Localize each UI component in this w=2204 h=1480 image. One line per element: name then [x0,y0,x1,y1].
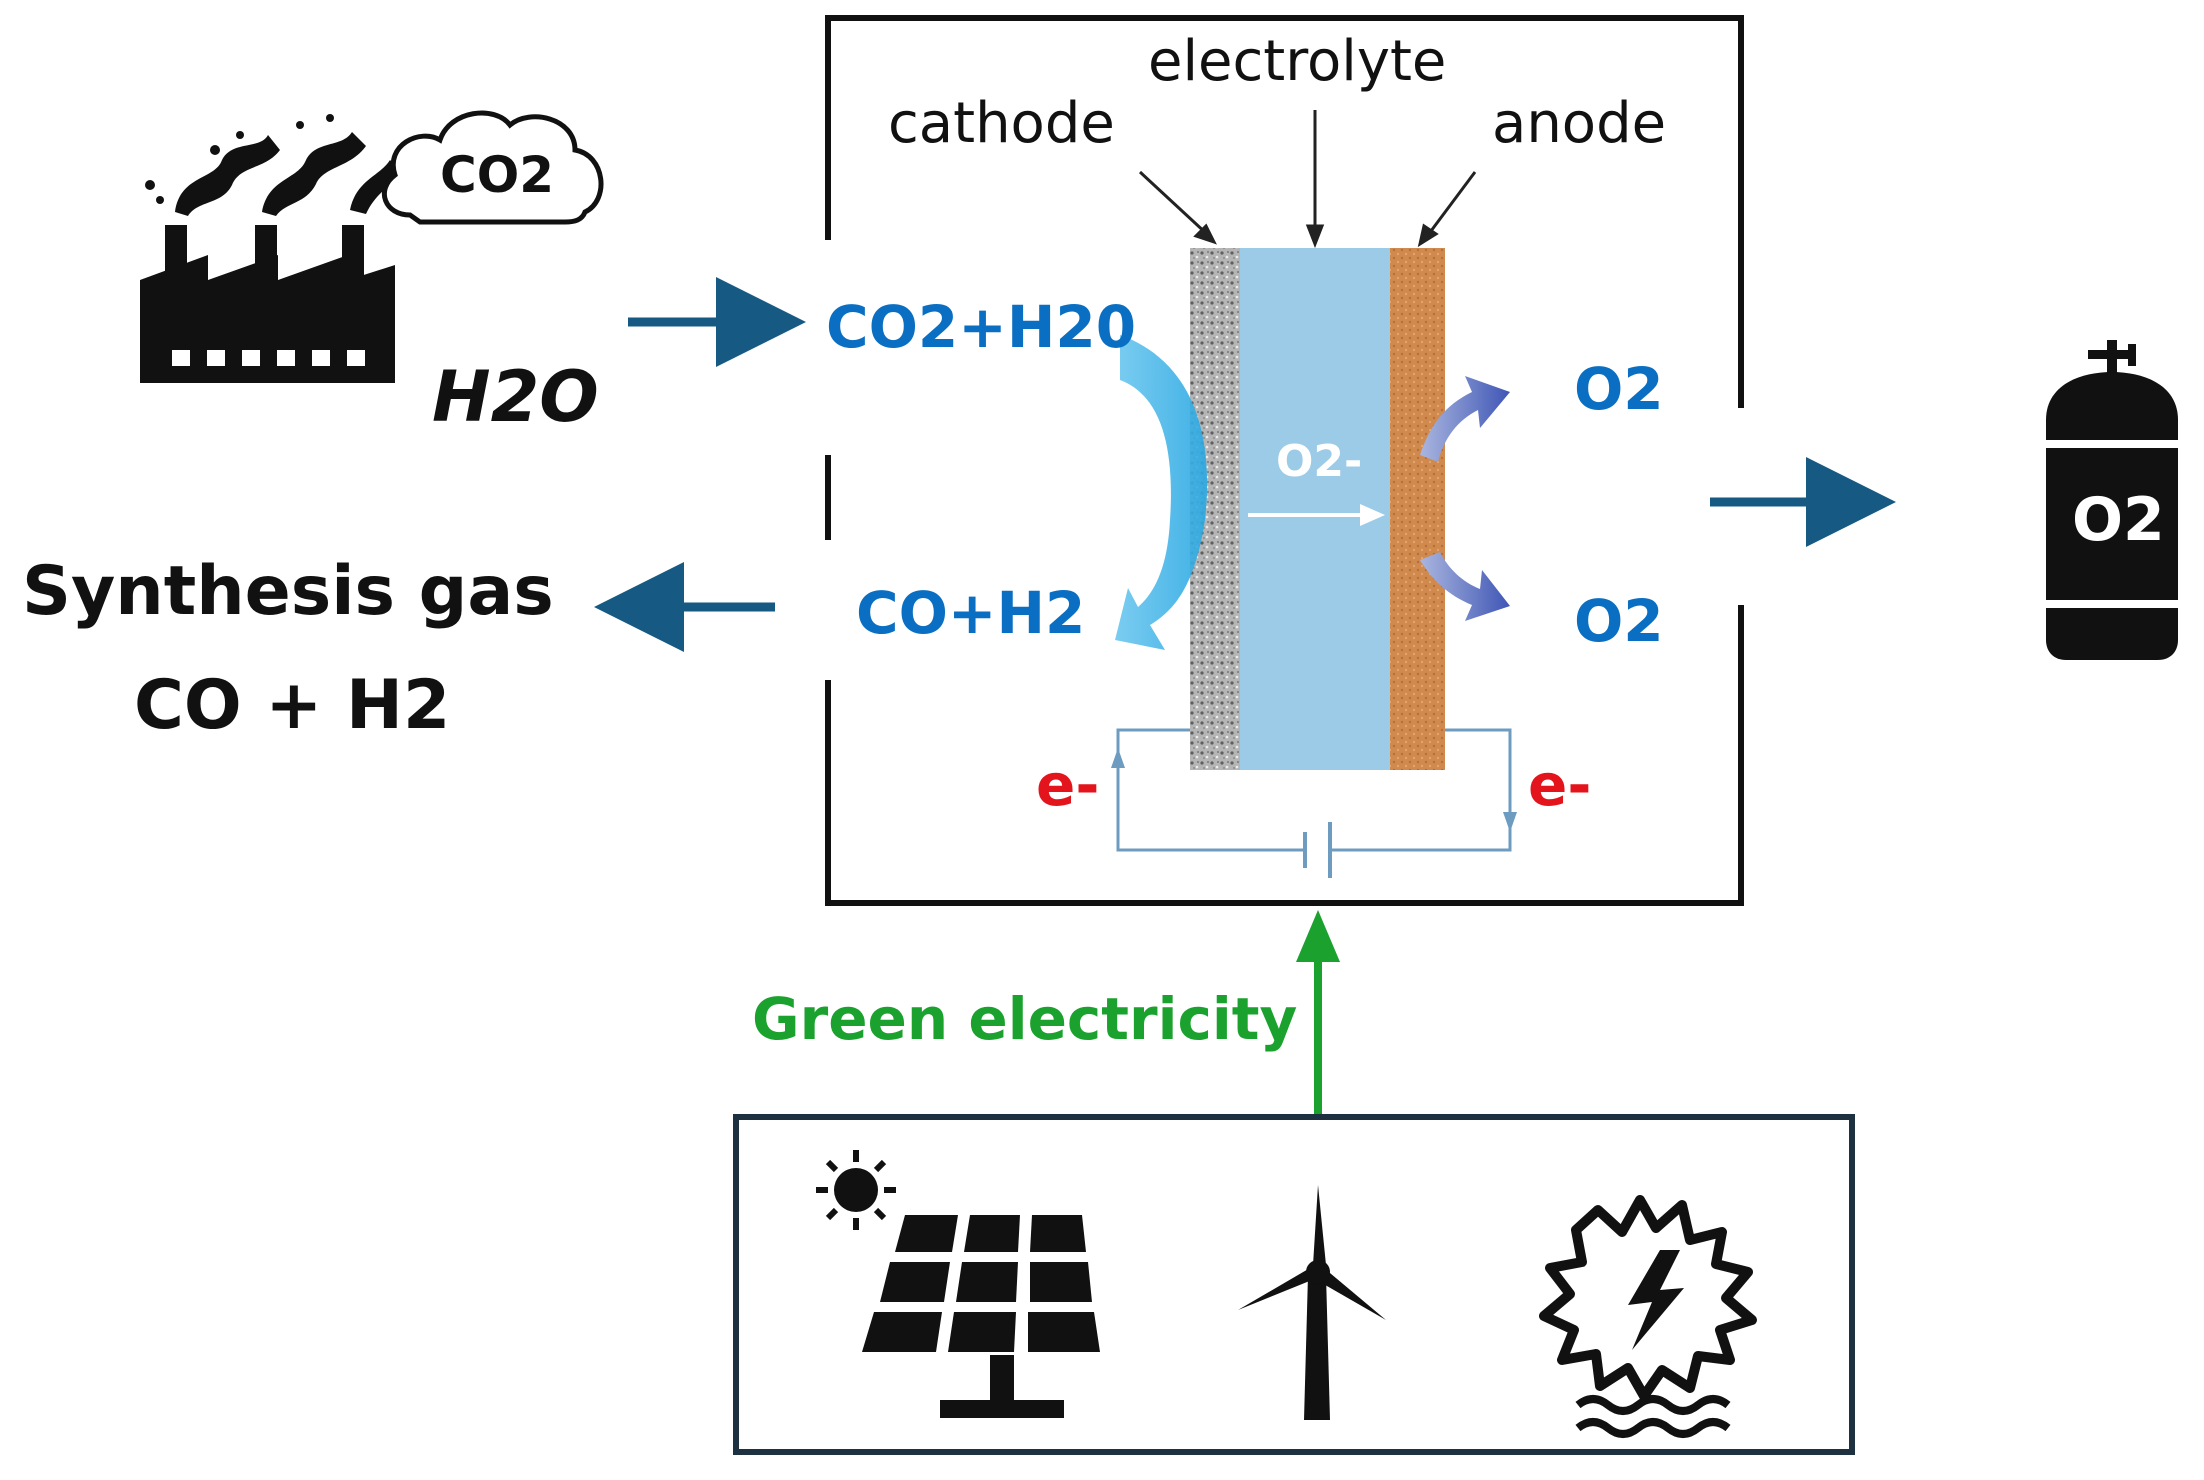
co2-cloud-label: CO2 [440,146,554,204]
inlet-gas-label: CO2+H20 [826,293,1137,361]
anode-label: anode [1492,91,1667,156]
electron-arrow-up [1111,748,1125,768]
co2-cloud-icon [381,110,604,225]
hydro-power-icon [1539,1195,1757,1438]
anode-gas-outflow-arrows [1420,376,1510,621]
renewable-sources-box [733,1114,1855,1455]
h2o-source-label: H2O [432,356,599,438]
cathode-label: cathode [888,91,1115,156]
electron-left-label: e- [1036,751,1100,819]
electron-circuit [1116,728,1512,878]
wind-turbine-icon [1238,1185,1386,1420]
factory-icon [140,114,402,383]
ion-label: O2- [1276,436,1363,487]
oxygen-tank-label: O2 [2072,485,2165,555]
electron-arrow-down [1503,812,1517,832]
electron-right-label: e- [1528,751,1592,819]
electrolyte-label: electrolyte [1148,29,1447,94]
syngas-label-line2: CO + H2 [134,666,451,745]
cathode-gas-flow-arrow [1115,335,1208,650]
layer-leader-lines [1138,110,1477,249]
oxygen-tank-icon [2040,340,2184,660]
cathode-outlet-label: CO+H2 [856,579,1086,647]
syngas-label-line1: Synthesis gas [22,552,554,631]
anode-layer [1390,248,1445,770]
anode-o2-top-label: O2 [1574,355,1664,423]
cell-frame [825,15,1744,906]
electricity-arrow [1296,910,1340,1115]
ion-transport-arrow [1248,504,1385,526]
green-electricity-label: Green electricity [752,985,1298,1053]
anode-o2-bottom-label: O2 [1574,587,1664,655]
solar-panel-icon [816,1150,1100,1418]
